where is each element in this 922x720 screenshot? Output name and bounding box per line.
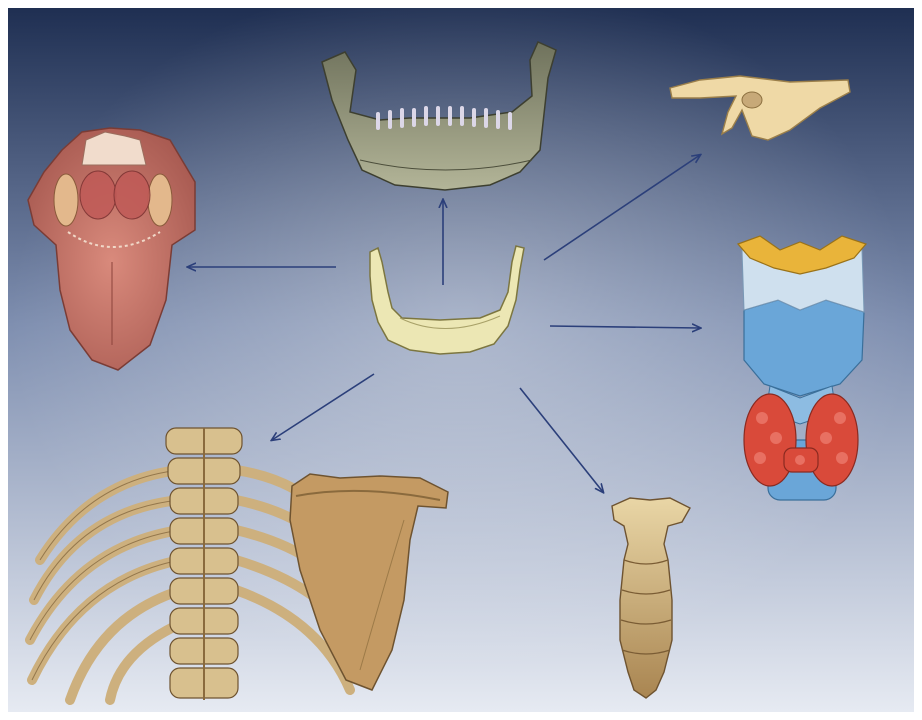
larynx-illustration: [738, 236, 866, 500]
